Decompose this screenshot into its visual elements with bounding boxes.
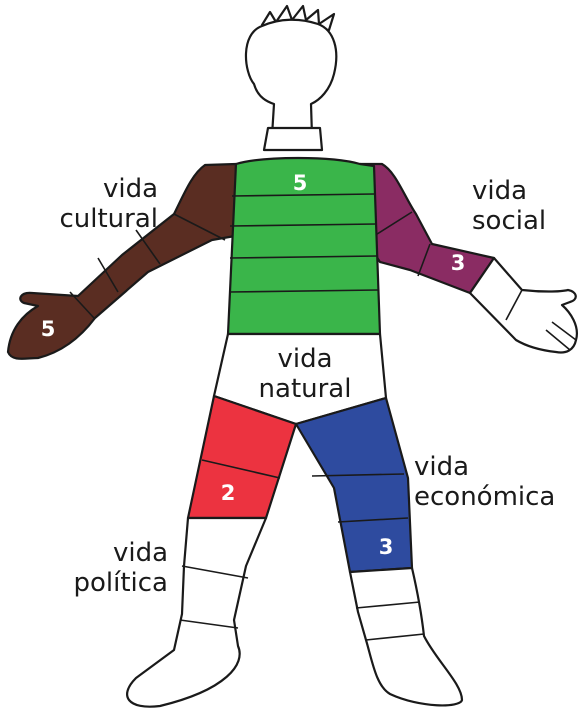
label-politica: vida política bbox=[50, 538, 168, 598]
neck bbox=[264, 128, 322, 150]
label-cultural: vida cultural bbox=[26, 174, 158, 234]
label-economica: vida económica bbox=[414, 452, 555, 512]
label-social-line1: vida bbox=[472, 176, 546, 206]
label-natural-line2: natural bbox=[250, 374, 360, 404]
label-cultural-line2: cultural bbox=[26, 204, 158, 234]
forearm-left-empty bbox=[470, 258, 577, 353]
value-cultural: 5 bbox=[41, 317, 56, 341]
label-social: vida social bbox=[472, 176, 546, 236]
value-politica: 2 bbox=[221, 481, 236, 505]
label-economica-line1: vida bbox=[414, 452, 555, 482]
value-economica: 3 bbox=[379, 535, 394, 559]
leg-left-empty bbox=[350, 568, 462, 705]
label-cultural-line1: vida bbox=[26, 174, 158, 204]
head bbox=[246, 20, 336, 136]
label-natural: vida natural bbox=[250, 344, 360, 404]
label-social-line2: social bbox=[472, 206, 546, 236]
value-social: 3 bbox=[451, 251, 466, 275]
label-politica-line1: vida bbox=[50, 538, 168, 568]
label-politica-line2: política bbox=[50, 568, 168, 598]
leg-economica bbox=[296, 398, 412, 572]
label-natural-line1: vida bbox=[250, 344, 360, 374]
label-economica-line2: económica bbox=[414, 482, 555, 512]
value-natural: 5 bbox=[293, 171, 308, 195]
